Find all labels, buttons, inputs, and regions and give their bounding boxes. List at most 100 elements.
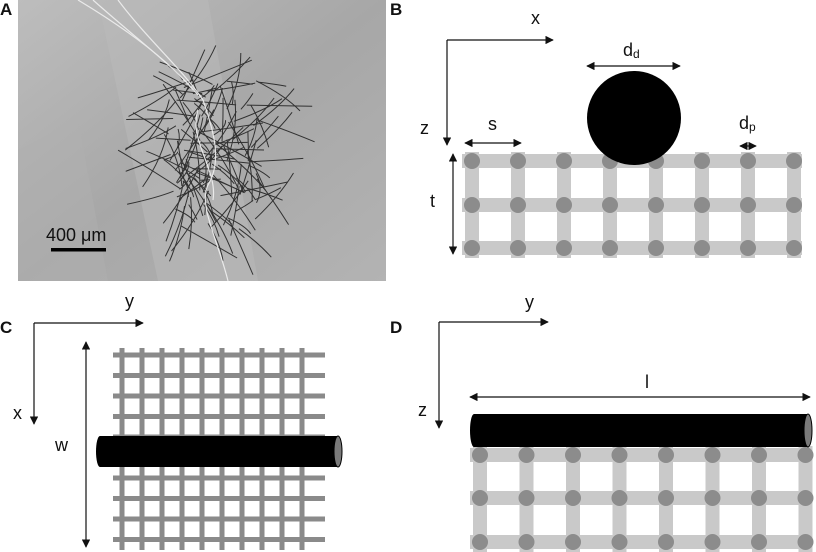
micrograph-fiber [148,99,170,141]
micrograph-fiber [179,158,188,175]
panel-b-axis-x-label: x [531,8,540,28]
micrograph-fiber [244,117,258,157]
mesh-node [472,447,488,463]
grid-horizontal-bar [113,537,325,542]
micrograph-fiber [182,180,195,198]
mesh-node [472,490,488,506]
grid-horizontal-bar [113,475,325,481]
panel-letter-c: C [0,318,13,337]
grid-horizontal-bar [113,496,325,501]
panel-b-label-dd-sub: d [633,47,640,61]
panel-b-label-dp-sub: p [749,120,756,134]
micrograph-fiber [179,45,217,99]
mesh-node [694,240,710,256]
micrograph-fiber [117,149,181,190]
micrograph-fiber [125,154,171,172]
mesh-node [740,240,756,256]
panel-c-fiber-end-left [96,436,104,467]
mesh-node [464,240,480,256]
panel-c-fiber [100,436,338,467]
mesh-node [556,240,572,256]
micrograph-fiber [158,71,206,98]
micrograph-fiber [223,145,244,193]
panel-letter-d: D [390,318,403,337]
micrograph-fiber [222,164,242,226]
micrograph-fiber [226,80,253,85]
micrograph-fiber [180,129,208,153]
mesh-node [472,534,488,550]
mesh-node [704,447,721,463]
micrograph-fiber [246,104,313,107]
panel-d-axis-y-label: y [525,292,534,312]
panel-d-fiber-end-right [803,413,813,448]
mesh-node [786,197,802,213]
panel-b-label-dp: dp [739,114,756,133]
mesh-node [556,153,572,169]
micrograph-fiber [186,172,212,197]
panel-c-axis-y-label: y [125,291,134,311]
panel-c-diagram [29,318,343,550]
micrograph-fiber [256,119,315,143]
micrograph-fiber [152,75,183,95]
micrograph-fiber [253,88,295,126]
micrograph-fiber [227,217,252,234]
micrograph-fiber [180,225,238,259]
micrograph-fiber [165,180,185,242]
mesh-node [786,153,802,169]
micrograph-fiber [248,164,271,179]
panel-c-axis-x-label: x [13,403,22,423]
mesh-node [704,534,721,550]
mesh-node [751,490,767,506]
mesh-node [518,447,535,463]
micrograph-fiber [181,49,206,101]
mesh-node [556,197,572,213]
mesh-node [510,197,526,213]
micrograph-fiber [211,148,265,151]
mesh-node [797,447,814,463]
mesh-node [611,490,628,506]
micrograph-fiber [199,127,239,188]
micrograph-fiber [155,137,191,141]
mesh-node [648,197,664,213]
micrograph-fiber [125,125,177,149]
micrograph-fiber [232,97,275,140]
panel-c-fiber-end-right [333,435,343,468]
micrograph-fiber [254,187,282,201]
micrograph-fiber [188,156,250,164]
panel-b-label-dd-main: d [623,40,634,60]
micrograph-fiber [164,190,190,257]
micrograph-fiber [213,56,251,93]
mesh-node [704,490,721,506]
mesh-node [740,153,756,169]
micrograph-fiber [238,228,272,258]
mesh-node [786,240,802,256]
mesh-node [602,240,618,256]
micrograph-fiber [126,118,174,120]
micrograph-fiber [162,166,200,224]
micrograph-fiber [207,223,224,261]
mesh-node [658,447,674,463]
mesh-node [464,197,480,213]
micrograph-fiber [182,101,200,130]
micrograph-fiber [192,131,201,191]
micrograph-fiber [219,86,240,145]
mesh-node [797,490,814,506]
panel-d-fiber-end-left [470,414,478,447]
micrograph-fiber [254,172,294,220]
micrograph-fiber [124,100,177,151]
micrograph-fiber [235,200,254,212]
mesh-node [751,534,767,550]
mesh-node [740,197,756,213]
mesh-node [658,490,674,506]
micrograph-fiber [250,104,270,148]
micrograph-fiber [169,103,203,161]
micrograph-fiber [226,139,233,196]
grid-horizontal-bar [113,352,325,358]
micrograph-fiber [176,162,190,184]
grid-horizontal-bar [113,414,325,419]
micrograph-fiber [175,117,204,183]
mesh-node [518,534,535,550]
mesh-node [510,240,526,256]
grid-horizontal-bar [113,516,325,522]
